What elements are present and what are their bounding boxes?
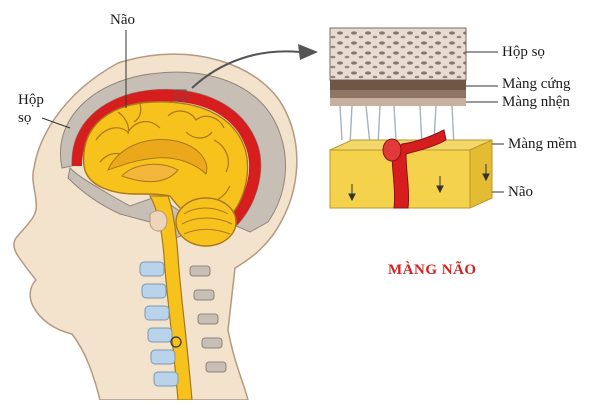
cord-marker [170, 336, 182, 348]
label-mang-mem: Màng mềm [508, 136, 577, 152]
label-hop-so-left-1: Hộp [18, 92, 44, 108]
zoom-arrowhead [298, 44, 318, 60]
diagram-title: MÀNG NÃO [388, 262, 477, 278]
vertebrae [139, 261, 179, 387]
meninges-band [71, 89, 261, 226]
zoom-marker [175, 89, 187, 101]
thalamus [121, 163, 179, 183]
label-hop-so-right: Hộp sọ [502, 44, 545, 60]
blood-vessel [391, 129, 447, 209]
label-mang-cung: Màng cứng [502, 76, 571, 92]
flow-arrows [348, 164, 490, 202]
skull-bone [60, 71, 286, 233]
zoom-arrow [191, 50, 301, 89]
meninges-block [329, 27, 493, 209]
corpus-callosum [107, 139, 208, 175]
brain-side [469, 139, 493, 209]
bone-layer [329, 27, 467, 81]
vessel-end [382, 138, 402, 162]
leader-hop-so-left [41, 117, 71, 129]
label-nao-top: Não [110, 12, 135, 28]
label-hop-so-left-2: sọ [18, 110, 32, 126]
head-illustration [13, 53, 298, 401]
label-mang-nhen: Màng nhện [502, 94, 570, 110]
right-leaders [466, 51, 504, 193]
dura-layer-2 [330, 90, 466, 98]
dura-layer [330, 80, 466, 90]
label-nao-right: Não [508, 184, 533, 200]
cerebellum-folds [181, 207, 233, 235]
arachnoid-layer [330, 98, 466, 106]
ear [149, 210, 168, 232]
vertebra-processes [189, 265, 227, 373]
